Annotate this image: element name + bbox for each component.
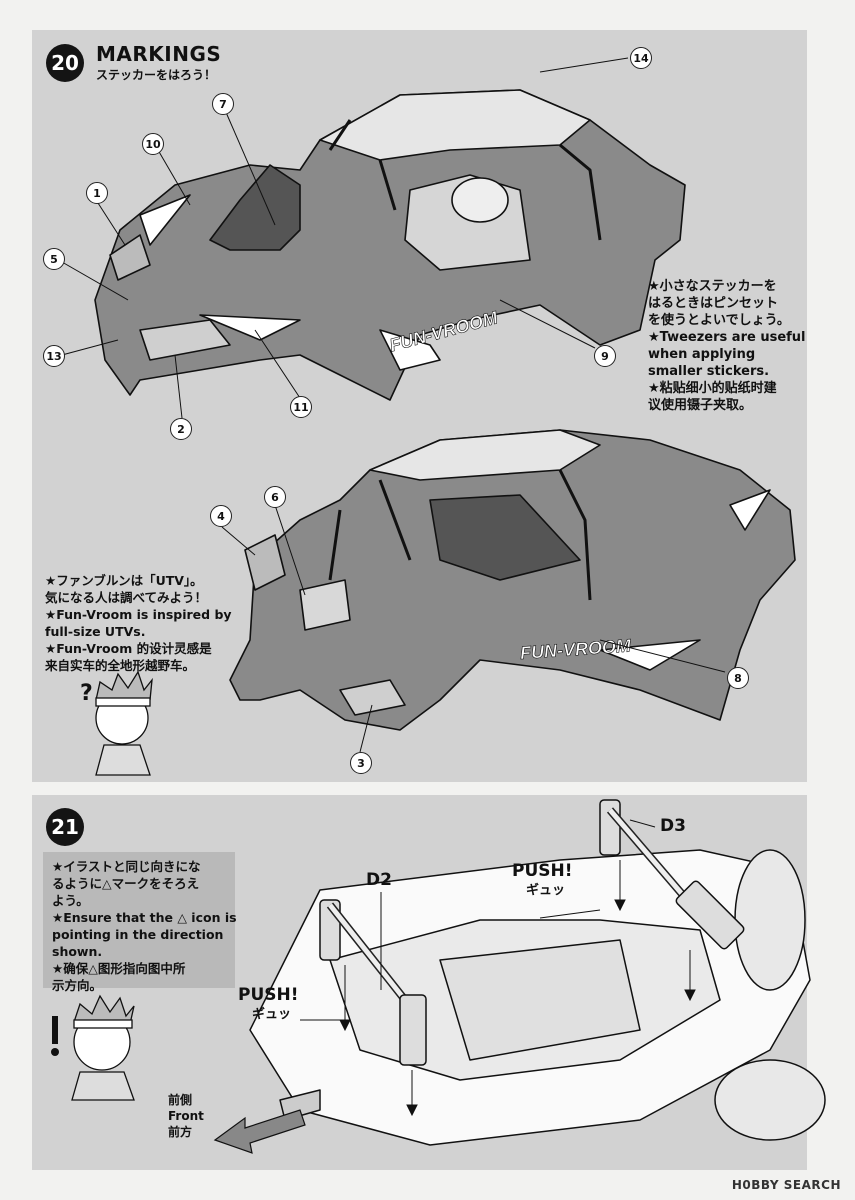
push-jp-text: ギュッ bbox=[526, 883, 566, 898]
car-body-side-view bbox=[229, 429, 796, 731]
push-arrows bbox=[300, 819, 696, 1117]
step-title: MARKINGS bbox=[96, 42, 222, 66]
step-subtitle: ステッカーをはろう！ bbox=[96, 68, 217, 82]
car-body-front-view bbox=[94, 89, 686, 401]
shock-d2 bbox=[319, 899, 427, 1066]
callout-8: 8 bbox=[727, 667, 749, 689]
character-exclaim-icon bbox=[51, 994, 135, 1101]
push-text: PUSH! bbox=[512, 861, 573, 881]
push-label-right: PUSH! ギュッ bbox=[512, 862, 573, 900]
front-direction-label: 前側 Front 前方 bbox=[168, 1093, 204, 1139]
callout-leaders bbox=[61, 57, 726, 753]
chassis bbox=[249, 849, 826, 1146]
callout-2: 2 bbox=[170, 418, 192, 440]
utv-note: ★ファンブルンは「UTV」。 気になる人は調べてみよう！ ★Fun-Vroom … bbox=[45, 573, 232, 673]
watermark-credit: H0BBY SEARCH bbox=[731, 1178, 841, 1192]
svg-text:?: ? bbox=[80, 681, 93, 706]
callout-5: 5 bbox=[43, 248, 65, 270]
part-label-d2: D2 bbox=[366, 870, 392, 890]
callout-11: 11 bbox=[290, 396, 312, 418]
orientation-note-box bbox=[43, 852, 235, 988]
character-thinking-icon: ? bbox=[80, 670, 153, 776]
callout-4: 4 bbox=[210, 505, 232, 527]
callout-10: 10 bbox=[142, 133, 164, 155]
front-arrow-icon bbox=[213, 1109, 306, 1154]
callout-1: 1 bbox=[86, 182, 108, 204]
push-jp-text: ギュッ bbox=[252, 1007, 292, 1022]
callout-7: 7 bbox=[212, 93, 234, 115]
orientation-note: ★イラストと同じ向きにな るように△マークをそろえ よう。 ★Ensure th… bbox=[52, 859, 237, 993]
callout-3: 3 bbox=[350, 752, 372, 774]
step-number-21: 21 bbox=[46, 808, 84, 846]
step-number-20: 20 bbox=[46, 44, 84, 82]
push-label-left: PUSH! ギュッ bbox=[238, 986, 299, 1024]
callout-13: 13 bbox=[43, 345, 65, 367]
push-text: PUSH! bbox=[238, 985, 299, 1005]
part-label-d3: D3 bbox=[660, 816, 686, 836]
shock-d3 bbox=[599, 799, 745, 950]
callout-9: 9 bbox=[594, 345, 616, 367]
callout-6: 6 bbox=[264, 486, 286, 508]
callout-14: 14 bbox=[630, 47, 652, 69]
tweezers-note: ★小さなステッカーを はるときはピンセット を使うとよいでしょう。 ★Tweez… bbox=[648, 279, 806, 413]
